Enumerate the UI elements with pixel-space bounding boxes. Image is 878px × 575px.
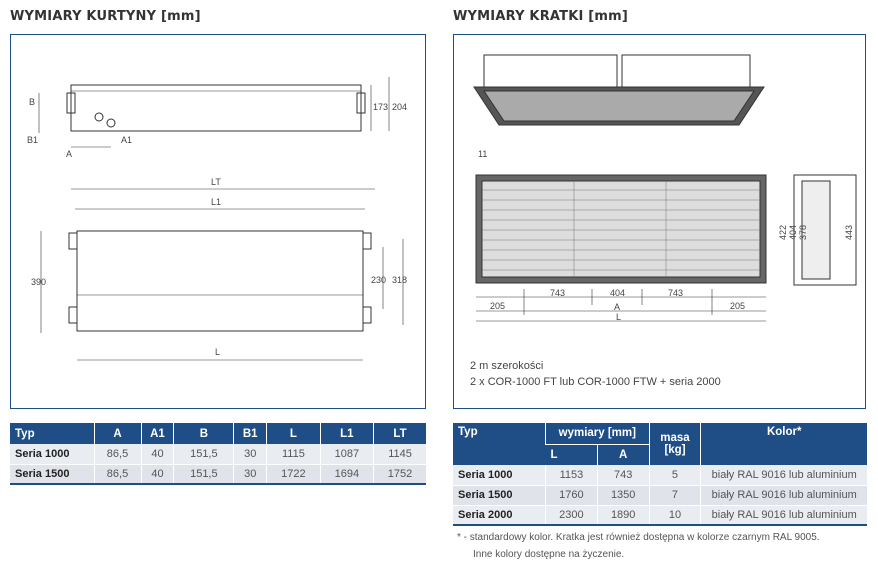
cell: 1694 — [319, 464, 374, 485]
cell: 1153 — [545, 465, 598, 486]
col-LT: LT — [373, 423, 426, 444]
dim-443: 443 — [844, 225, 854, 240]
col-A: A — [93, 423, 142, 444]
cell: Seria 1500 — [10, 464, 94, 485]
cell: 151,5 — [173, 444, 234, 465]
cell: Seria 1000 — [10, 444, 94, 465]
cell: Seria 1000 — [453, 465, 546, 486]
dim-422: 422 — [778, 225, 788, 240]
dim-L: L — [616, 312, 621, 322]
footnote-2: Inne kolory dostępne na życzenie. — [473, 549, 625, 560]
dim-LT: LT — [211, 177, 221, 187]
cell: 1760 — [545, 485, 598, 506]
grille-drawing: 11 422 404 378 443 205 743 404 743 205 A… — [470, 54, 857, 388]
dim-A: A — [66, 149, 72, 159]
dim-204: 204 — [392, 102, 407, 112]
cell: biały RAL 9016 lub aluminium — [700, 485, 867, 506]
cell: 5 — [648, 465, 701, 486]
col-B1: B1 — [233, 423, 267, 444]
grille-drawing-panel: 11 422 404 378 443 205 743 404 743 205 A… — [453, 34, 866, 409]
cell: 86,5 — [93, 464, 142, 485]
cell: Seria 1500 — [453, 485, 546, 506]
dim-318: 318 — [392, 275, 407, 285]
dim-173: 173 — [373, 102, 388, 112]
col-color: Kolor* — [700, 423, 867, 465]
dim-743-left: 743 — [550, 288, 565, 298]
cell: 1115 — [266, 444, 321, 465]
col-typ: Typ — [10, 423, 94, 444]
dim-A: A — [614, 302, 620, 312]
curtain-drawing: B B1 A A1 173 204 LT L1 390 230 318 L — [27, 77, 407, 361]
cell: 1890 — [596, 505, 650, 526]
curtain-dimensions-title: WYMIARY KURTYNY [mm] — [10, 9, 201, 24]
cell: biały RAL 9016 lub aluminium — [700, 505, 867, 526]
grille-dimensions-title: WYMIARY KRATKI [mm] — [453, 9, 629, 24]
dim-B1: B1 — [27, 135, 38, 145]
cell: 1722 — [266, 464, 321, 485]
cell: 1087 — [319, 444, 374, 465]
col-L1: L1 — [319, 423, 374, 444]
dim-L: L — [215, 347, 220, 357]
cell: 30 — [233, 464, 267, 485]
footnote: * - standardowy kolor. Kratka jest równi… — [457, 532, 820, 543]
cell: 10 — [648, 505, 701, 526]
dim-205-left: 205 — [490, 301, 505, 311]
col-mass: masa [kg] — [648, 423, 701, 465]
cell: 151,5 — [173, 464, 234, 485]
col-A: A — [596, 443, 650, 465]
curtain-drawing-panel: B B1 A A1 173 204 LT L1 390 230 318 L — [10, 34, 426, 409]
cell: 1350 — [596, 485, 650, 506]
dim-A1: A1 — [121, 135, 132, 145]
dim-743-right: 743 — [668, 288, 683, 298]
col-B: B — [173, 423, 234, 444]
dim-378: 378 — [798, 225, 808, 240]
dim-404-vertical: 404 — [788, 225, 798, 240]
cell: 40 — [140, 444, 174, 465]
dim-230: 230 — [371, 275, 386, 285]
cell: 2300 — [545, 505, 598, 526]
cell: 743 — [596, 465, 650, 486]
cell: biały RAL 9016 lub aluminium — [700, 465, 867, 486]
col-L: L — [266, 423, 321, 444]
cell: 86,5 — [93, 444, 142, 465]
col-dimensions: wymiary [mm] — [545, 423, 650, 444]
dim-404: 404 — [610, 288, 625, 298]
dim-390: 390 — [31, 277, 46, 287]
note-configuration: 2 x COR-1000 FT lub COR-1000 FTW + seria… — [470, 376, 721, 388]
cell: 1752 — [373, 464, 426, 485]
cell: 30 — [233, 444, 267, 465]
cell: 1145 — [373, 444, 426, 465]
cell: 40 — [140, 464, 174, 485]
note-width: 2 m szerokości — [470, 360, 543, 372]
dim-205-right: 205 — [730, 301, 745, 311]
cell: 7 — [648, 485, 701, 506]
cell: Seria 2000 — [453, 505, 546, 526]
col-L: L — [545, 443, 598, 465]
grille-dimensions-table: Typ wymiary [mm] masa [kg] Kolor* L A Se… — [453, 423, 867, 526]
dim-B: B — [29, 97, 35, 107]
col-typ: Typ — [453, 423, 546, 465]
col-A1: A1 — [140, 423, 174, 444]
dim-L1: L1 — [211, 197, 221, 207]
dim-11: 11 — [478, 149, 487, 159]
